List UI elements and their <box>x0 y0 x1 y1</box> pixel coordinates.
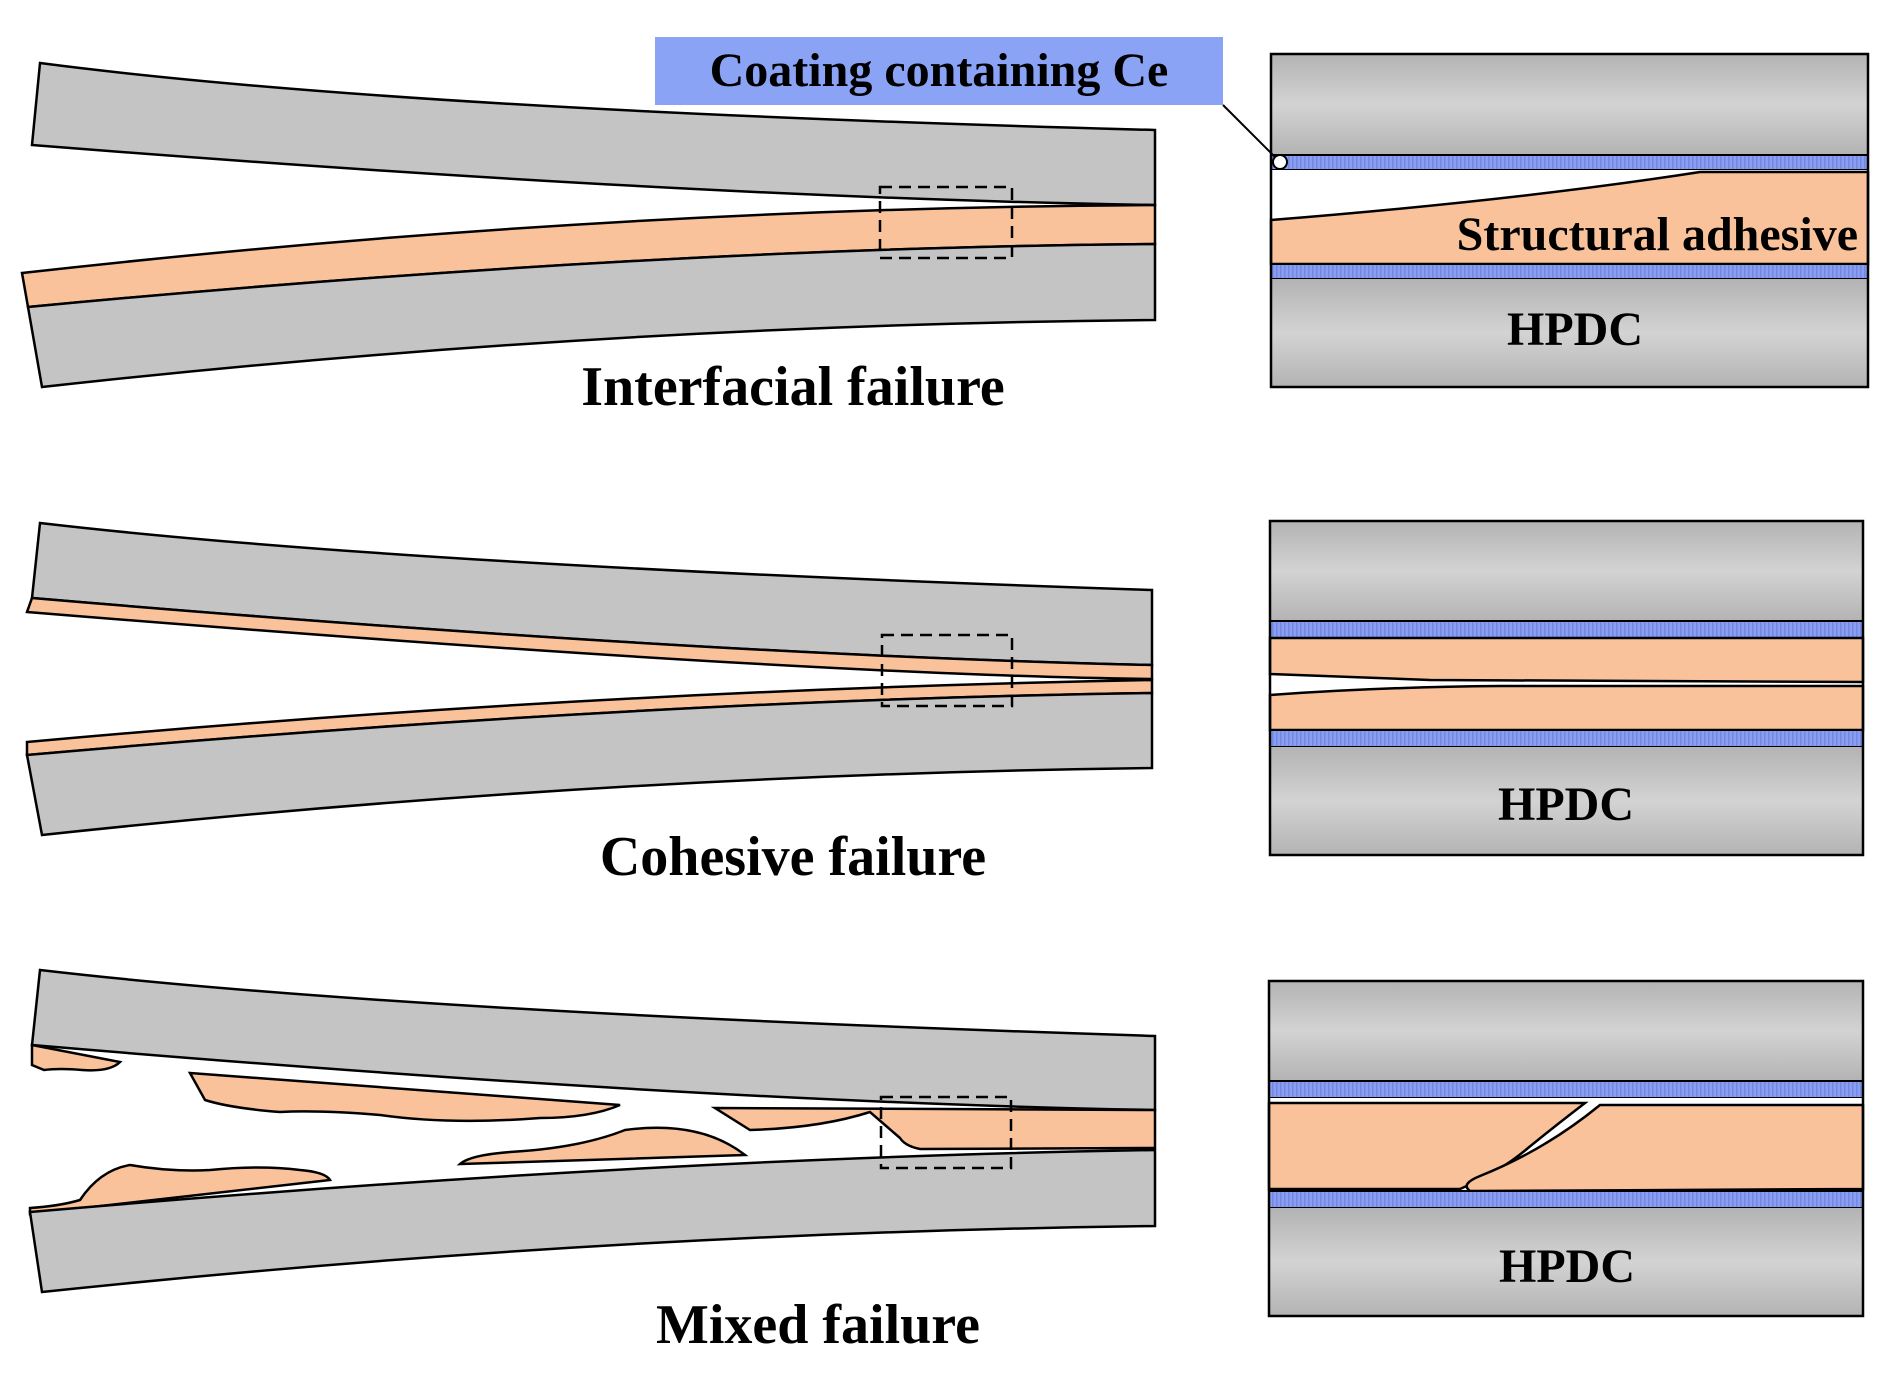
top-hpdc-substrate <box>1270 521 1863 621</box>
top-coating-layer <box>1270 154 1869 171</box>
hpdc-label: HPDC <box>1498 778 1634 831</box>
failure-label-interfacial: Interfacial failure <box>581 356 1005 418</box>
adhesive-fragment <box>187 1071 621 1123</box>
top-coating-layer <box>1268 1080 1864 1099</box>
adhesive-fragment <box>456 1126 749 1166</box>
hpdc-label: HPDC <box>1499 1240 1635 1293</box>
cohesive-beam-sketch <box>25 521 1154 837</box>
top-hpdc-substrate <box>1269 981 1863 1081</box>
top-coating-layer <box>1269 620 1864 639</box>
adhesive-wedge <box>710 1106 1157 1151</box>
lower-substrate <box>28 1148 1157 1294</box>
top-hpdc-substrate <box>1271 54 1868 155</box>
bottom-coating-layer <box>1270 263 1869 280</box>
adhesive-fragment <box>28 1163 333 1216</box>
upper-adhesive-detail <box>1268 636 1865 684</box>
mixed-detail: HPDC <box>1267 979 1865 1318</box>
bottom-hpdc-substrate <box>1271 279 1868 387</box>
callout-box <box>655 37 1223 105</box>
mixed-beam-sketch <box>28 968 1157 1294</box>
cohesive-detail: HPDC <box>1268 519 1865 857</box>
zoom-region-box <box>878 185 1014 260</box>
lower-adhesive-detail <box>1268 684 1865 732</box>
interfacial-beam-sketch <box>20 61 1157 389</box>
bottom-hpdc-substrate <box>1270 747 1863 855</box>
bottom-coating-layer <box>1268 1190 1864 1209</box>
callout-label: Coating containing Ce <box>710 44 1169 97</box>
hpdc-label: HPDC <box>1507 303 1643 356</box>
adhesive-fragment <box>30 1043 123 1072</box>
zoom-region-box <box>880 633 1014 708</box>
interfacial-detail: Structural adhesive HPDC <box>1269 52 1870 389</box>
structural-adhesive-label: Structural adhesive <box>1457 208 1858 261</box>
lower-substrate <box>26 242 1157 389</box>
callout-leader <box>1222 104 1281 163</box>
failure-label-cohesive: Cohesive failure <box>600 826 986 888</box>
callout-pointer-dot <box>1272 154 1288 170</box>
zoom-region-box <box>879 1095 1013 1170</box>
bottom-coating-layer <box>1269 729 1864 748</box>
structural-adhesive-detail <box>1269 170 1870 266</box>
lower-substrate <box>25 691 1154 837</box>
coating-callout: Coating containing Ce <box>655 37 1288 170</box>
bottom-hpdc-substrate <box>1269 1208 1863 1316</box>
failure-label-mixed: Mixed failure <box>656 1294 980 1356</box>
